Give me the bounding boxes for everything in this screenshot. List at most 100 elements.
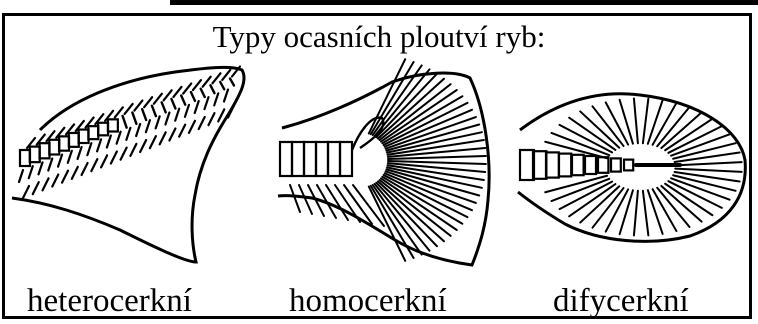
fin-ray <box>643 191 648 236</box>
fin-ray <box>78 147 82 159</box>
fin-ray <box>121 148 127 160</box>
fin-ray <box>23 186 29 198</box>
vertebra <box>59 136 69 150</box>
heterocercal-fin-drawing <box>12 67 244 263</box>
fin-ray <box>29 166 33 178</box>
fin-ray <box>82 163 88 175</box>
fin-ray <box>140 140 146 152</box>
fin-ray <box>68 151 72 163</box>
fin-ray <box>378 79 444 139</box>
label-homocercal: homocerkní <box>289 281 447 321</box>
vertebra <box>598 157 608 173</box>
fin-ray <box>185 105 189 117</box>
vertebra <box>88 126 98 139</box>
fin-ray <box>165 113 169 125</box>
vertebra <box>171 99 175 109</box>
homocercal-fin-drawing <box>278 59 489 265</box>
vertebra <box>230 79 234 86</box>
vertebra <box>132 113 136 124</box>
vertebra <box>585 156 596 174</box>
vertebra <box>123 116 127 128</box>
fin-ray <box>126 128 130 140</box>
fin-ray <box>33 182 39 194</box>
fin-ray <box>146 120 150 132</box>
fin-ray <box>130 144 136 156</box>
heterocercal-rays <box>19 67 240 199</box>
fin-ray <box>39 162 43 174</box>
vertebra <box>20 150 30 166</box>
homocercal-vertebrae <box>280 118 383 176</box>
vertebra <box>191 92 195 101</box>
vertebra <box>210 85 214 93</box>
fin-ray <box>675 169 741 172</box>
vertebra <box>69 133 79 147</box>
fin-ray <box>290 185 300 212</box>
fin-ray <box>208 113 214 125</box>
fin-ray <box>643 99 648 144</box>
fin-ray <box>675 172 740 181</box>
fin-ray <box>87 143 91 155</box>
fin-ray <box>58 155 62 167</box>
vertebra <box>181 96 185 105</box>
fin-ray <box>179 125 185 137</box>
vertebra <box>624 160 633 171</box>
fin-ray <box>19 170 23 182</box>
fin-ray <box>97 139 101 151</box>
fin-ray <box>214 93 218 105</box>
fin-ray <box>156 116 160 128</box>
fin-ray <box>111 152 117 164</box>
diphycercal-vertebrae <box>520 150 680 180</box>
fin-ray <box>380 84 451 140</box>
vertebra <box>79 130 89 143</box>
fin-ray <box>169 129 175 141</box>
vertebra <box>142 109 146 120</box>
fin-ray <box>91 159 97 171</box>
vertebra <box>546 152 559 177</box>
vertebra <box>292 142 304 176</box>
vertebra <box>340 142 352 176</box>
fin-ray <box>136 124 140 136</box>
vertebra <box>49 140 59 155</box>
fin-ray <box>48 159 52 171</box>
fin-ray <box>620 190 633 234</box>
vertebra <box>572 155 584 175</box>
fin-ray <box>175 109 179 121</box>
label-heterocercal: heterocerkní <box>27 281 192 321</box>
fin-ray <box>72 167 78 179</box>
homocercal-rays <box>290 59 486 261</box>
fin-ray <box>675 162 741 165</box>
fin-ray <box>620 100 633 144</box>
fin-ray <box>204 97 208 109</box>
vertebra <box>220 82 224 89</box>
diphycercal-fin-drawing <box>518 94 745 242</box>
vertebra <box>40 143 50 158</box>
fin-ray <box>634 191 638 236</box>
vertebra <box>559 154 571 177</box>
fin-ray <box>675 153 740 162</box>
fin-ray <box>150 136 156 148</box>
vertebra <box>304 142 316 176</box>
vertebra <box>611 158 621 171</box>
vertebra <box>280 142 292 176</box>
fin-ray <box>107 136 111 148</box>
fin-ray <box>648 100 663 144</box>
fin-ray <box>218 109 224 121</box>
fin-ray <box>648 190 663 234</box>
label-diphycercal: difycerkní <box>553 281 689 321</box>
fin-ray <box>189 121 195 133</box>
fin-ray <box>378 181 444 241</box>
vertebra <box>201 89 205 97</box>
fin-ray <box>224 90 228 102</box>
vertebra <box>98 123 108 136</box>
vertebra <box>108 119 118 131</box>
fin-ray <box>43 178 49 190</box>
fin-ray <box>101 155 107 167</box>
vertebra <box>152 106 156 116</box>
fin-ray <box>117 132 121 144</box>
fin-ray <box>380 180 451 236</box>
diphycercal-outline <box>518 94 745 242</box>
fin-ray <box>160 132 166 144</box>
vertebra <box>328 142 340 176</box>
fin-ray <box>62 171 68 183</box>
